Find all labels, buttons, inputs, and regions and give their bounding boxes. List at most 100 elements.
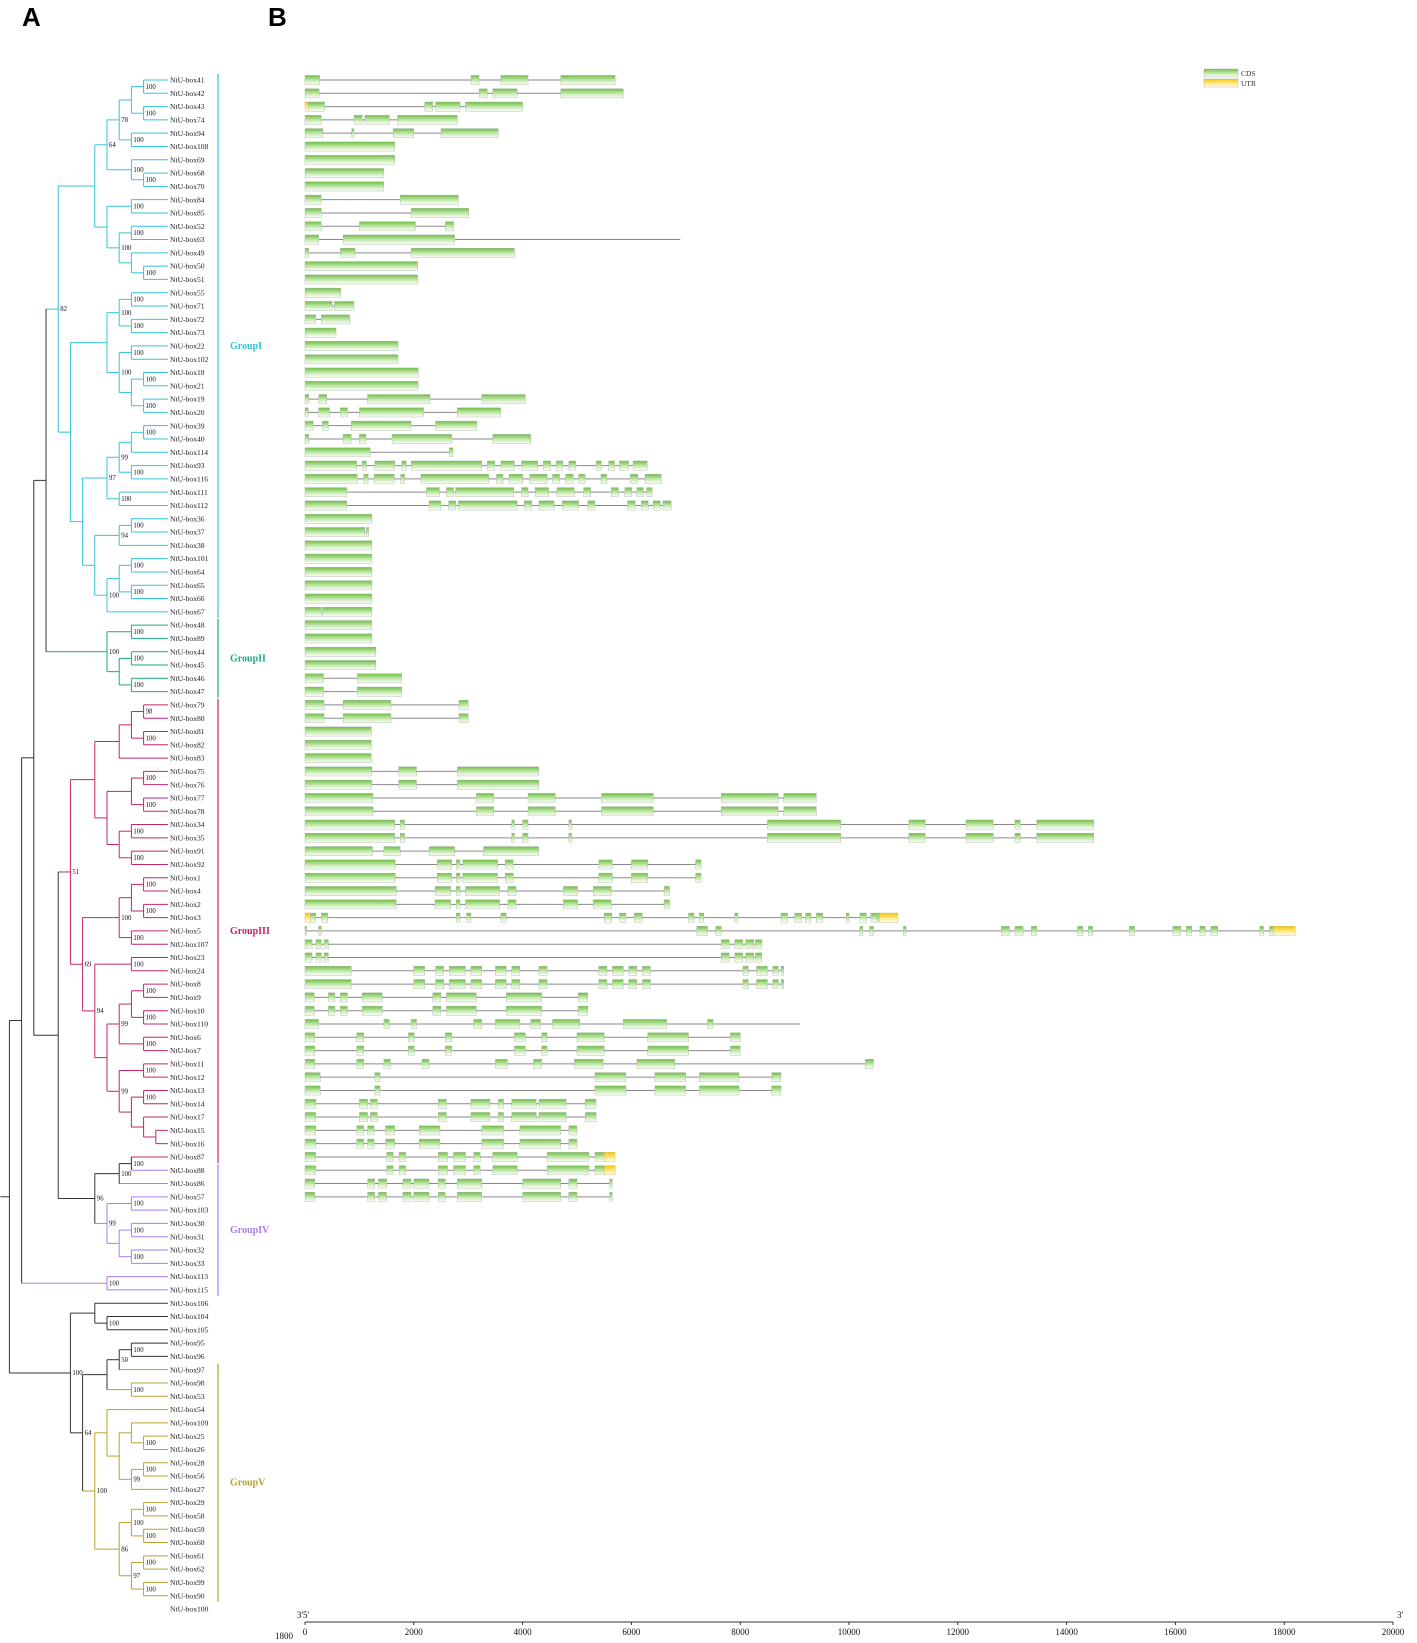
cds-exon [304,779,373,790]
cds-exon [478,88,488,99]
cds-exon [593,886,612,896]
cds-exon [560,75,616,85]
cds-exon [496,474,504,484]
cds-exon [357,673,403,684]
cds-exon [445,1032,453,1043]
gene-label: NtU-box76 [170,780,205,789]
cds-exon [322,607,373,617]
gene-label: NtU-box1 [170,873,201,882]
cds-exon [356,1032,364,1043]
cds-exon [734,952,744,963]
gene-label: NtU-box91 [170,847,205,856]
cds-exon [695,872,702,883]
cds-exon [424,101,434,112]
cds-exon [628,966,638,976]
cds-exon [432,992,442,1003]
cds-exon [304,607,322,617]
cds-exon [487,460,496,471]
cds-exon [448,979,466,989]
cds-exon [595,460,602,471]
cds-exon [865,1059,874,1069]
gene-label: NtU-box5 [170,927,201,936]
cds-exon [304,1019,319,1029]
cds-exon [1199,926,1206,936]
cds-exon [663,886,670,896]
cds-exon [304,287,342,298]
cds-exon [436,872,453,883]
bootstrap-value: 100 [133,1520,144,1527]
cds-exon [304,234,319,245]
cds-exon [438,1112,447,1122]
cds-exon [304,1152,317,1162]
cds-exon [374,1072,381,1082]
gene-label: NtU-box63 [170,235,205,244]
cds-exon [497,1112,504,1122]
cds-exon [470,75,480,85]
cds-exon [458,700,469,710]
gene-label: NtU-box43 [170,102,205,111]
utr-region [304,101,309,112]
cds-exon [328,992,336,1003]
cds-exon [370,1112,378,1122]
cds-exon [636,487,644,497]
gene-label: NtU-box71 [170,302,205,311]
cds-exon [1014,819,1021,830]
panel-letter-a: A [22,2,41,32]
cds-exon [458,500,518,511]
cds-exon [304,700,325,710]
cds-exon [304,979,352,989]
gene-label: NtU-box35 [170,833,205,842]
cds-exon [455,487,515,497]
bootstrap-value: 100 [133,323,144,330]
cds-exon [481,1125,504,1136]
cds-exon [816,912,824,923]
cds-exon [903,926,907,936]
gene-label: NtU-box4 [170,887,201,896]
cds-exon [457,407,502,418]
gene-label: NtU-box106 [170,1299,209,1308]
bootstrap-value: 100 [133,589,144,596]
cds-exon [435,101,461,112]
bootstrap-value: 100 [146,270,157,277]
gene-label: NtU-box6 [170,1033,201,1042]
cds-exon [342,713,392,723]
cds-exon [647,1045,689,1056]
cds-exon [420,474,490,484]
cds-exon [304,407,309,418]
cds-exon [304,1138,317,1149]
cds-exon [506,1005,542,1016]
cds-exon [398,766,417,777]
cds-exon [562,500,579,511]
bootstrap-value: 99 [109,1221,116,1228]
gene-label: NtU-box103 [170,1206,209,1215]
gene-label: NtU-box73 [170,328,205,337]
cds-exon [908,819,926,830]
gene-label: NtU-box101 [170,554,209,563]
cds-exon [877,912,880,923]
cds-exon [470,1098,491,1109]
cds-exon [492,1165,518,1176]
cds-exon [598,966,608,976]
gene-label: NtU-box88 [170,1166,205,1175]
cds-exon [304,261,418,271]
cds-exon [304,1165,317,1176]
cds-exon [400,833,405,843]
cds-exon [304,474,358,484]
cds-exon [410,460,482,471]
cds-exon [576,1032,605,1043]
cds-exon [756,966,768,976]
cds-exon [587,500,596,511]
bootstrap-value: 100 [146,775,157,782]
gene-label: NtU-box85 [170,209,205,218]
bootstrap-value: 100 [133,469,144,476]
cds-exon [730,1045,741,1056]
cds-exon [663,899,670,910]
legend-utr-swatch [1203,78,1239,88]
gene-label: NtU-box107 [170,940,209,949]
cds-exon [400,194,459,205]
cds-exon [304,793,374,803]
gene-label: NtU-box102 [170,355,209,364]
cds-exon [304,1085,321,1096]
bootstrap-value: 50 [121,1357,128,1364]
